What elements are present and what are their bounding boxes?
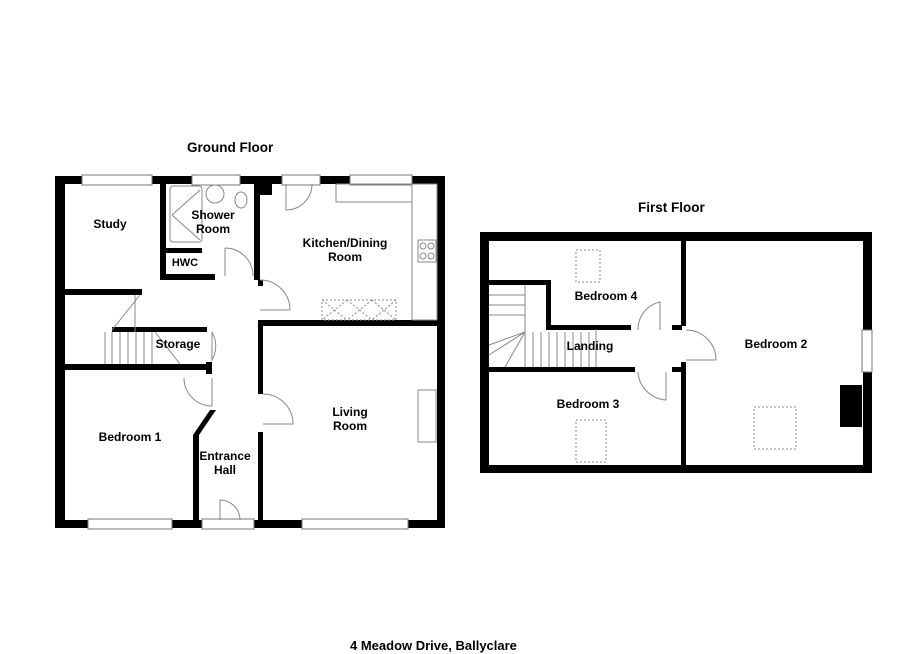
room-label-entrance-hall: Entrance Hall: [199, 449, 251, 477]
room-label-shower-room: Shower Room: [191, 208, 235, 236]
ground-floor-fixtures: [104, 183, 438, 521]
first-floor-fixtures: [488, 249, 797, 463]
first-floor-windows: [861, 329, 873, 373]
room-label-storage: Storage: [155, 337, 201, 351]
room-label-hwc: HWC: [171, 257, 199, 269]
room-label-bedroom-2: Bedroom 2: [744, 337, 808, 351]
room-label-landing: Landing: [566, 339, 614, 353]
ground-floor-title: Ground Floor: [187, 140, 274, 155]
room-label-bedroom-1: Bedroom 1: [98, 430, 162, 444]
room-label-study: Study: [93, 217, 127, 231]
room-label-bedroom-3: Bedroom 3: [556, 397, 620, 411]
room-label-bedroom-4: Bedroom 4: [574, 289, 638, 303]
room-label-kitchen-dining: Kitchen/Dining Room: [302, 236, 388, 264]
ground-floor-windows: [81, 174, 413, 530]
first-floor-title: First Floor: [638, 200, 705, 215]
room-label-living-room: Living Room: [332, 405, 368, 433]
property-address: 4 Meadow Drive, Ballyclare: [350, 638, 517, 653]
first-floor-walls: [480, 232, 872, 473]
